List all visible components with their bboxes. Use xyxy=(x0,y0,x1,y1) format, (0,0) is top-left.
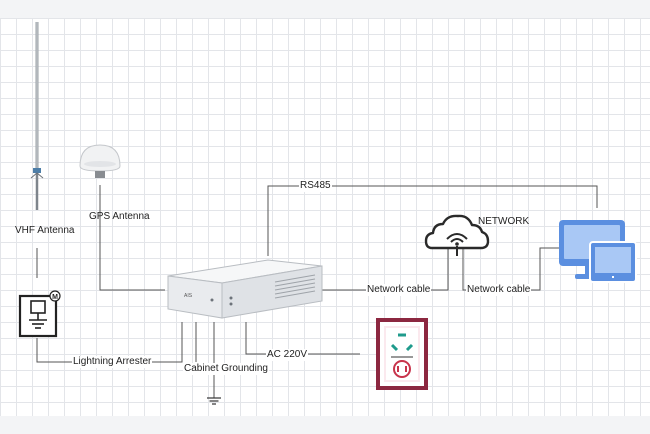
computer-icon xyxy=(559,220,637,283)
ac-220v-label: AC 220V xyxy=(266,349,309,361)
cabinet-grounding-label: Cabinet Grounding xyxy=(183,363,269,375)
ac-socket-icon xyxy=(376,318,428,390)
rs485-line xyxy=(267,185,598,256)
lightning-arrester-icon: M xyxy=(18,290,61,338)
vhf-antenna-icon xyxy=(30,22,44,210)
gps-antenna-icon xyxy=(79,144,121,178)
network-cable-label-2: Network cable xyxy=(466,284,532,296)
cabinet-to-cloud-line xyxy=(320,244,449,291)
cloud-to-computer-line xyxy=(462,244,572,291)
vhf-antenna-label: VHF Antenna xyxy=(15,225,75,236)
diagram-svg: M AIS xyxy=(18,22,637,405)
network-cable-label-1: Network cable xyxy=(366,284,432,296)
rs485-label: RS485 xyxy=(299,180,332,192)
gps-to-cabinet-line xyxy=(99,185,165,291)
diagram-canvas: M AIS xyxy=(0,18,650,416)
cabinet-device: AIS xyxy=(167,259,323,319)
arrester-badge: M xyxy=(52,294,58,301)
ground-symbol xyxy=(207,397,221,405)
gps-antenna-label: GPS Antenna xyxy=(89,211,150,222)
device-brand: AIS xyxy=(184,293,193,299)
network-cloud-icon xyxy=(424,214,490,256)
ac-power-line xyxy=(245,322,360,355)
lightning-arrester-label: Lightning Arrester xyxy=(72,356,153,368)
network-label: NETWORK xyxy=(478,216,530,227)
